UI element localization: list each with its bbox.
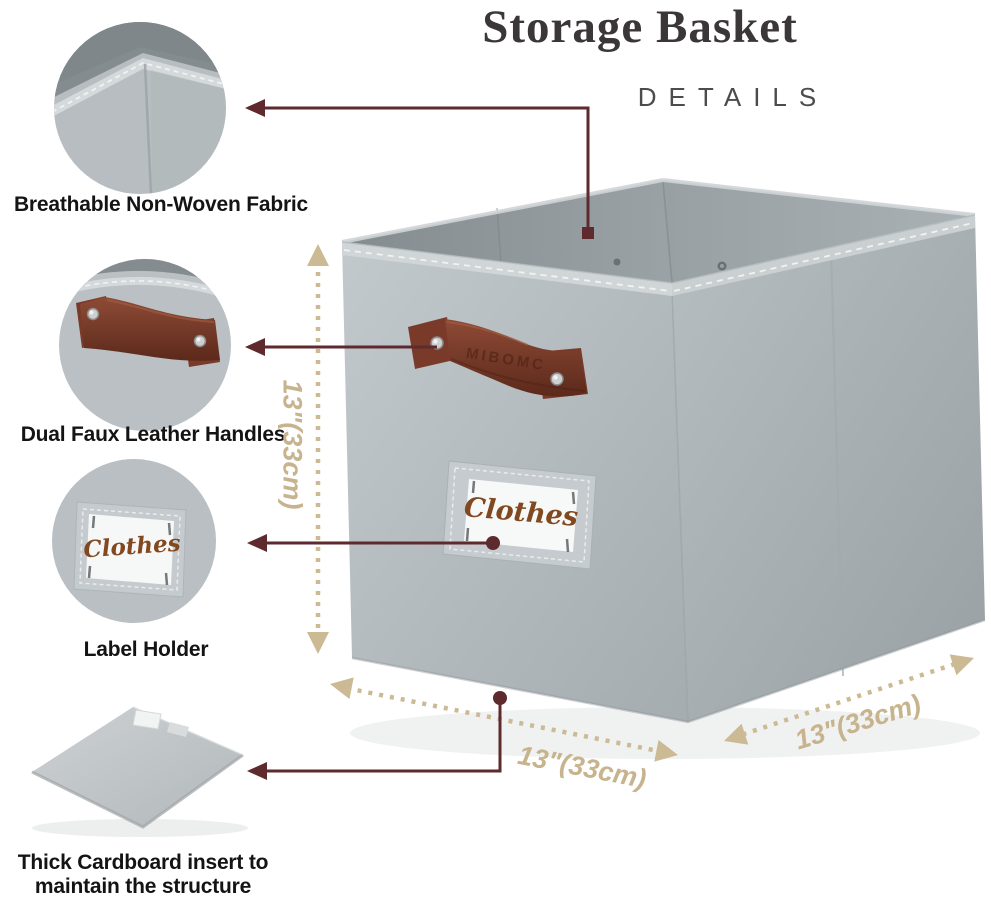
callout-label-fabric: Breathable Non-Woven Fabric	[13, 193, 309, 216]
callout-label-cardboard-line1: Thick Cardboard insert to	[17, 851, 269, 874]
page-title: Storage Basket	[482, 1, 798, 53]
connector-arrow-icon	[245, 338, 265, 356]
dimension-arrow-icon	[949, 654, 974, 676]
callout-photo-label-holder	[52, 459, 216, 623]
dimension-arrow-icon	[724, 723, 749, 745]
connector-arrow-icon	[245, 99, 265, 117]
dimension-height-label: 13"(33cm)	[277, 379, 308, 510]
callout-photo-fabric	[54, 22, 226, 194]
dimension-arrow-icon	[307, 632, 329, 654]
callout-label-label-holder: Label Holder	[83, 638, 209, 661]
connector-arrow-icon	[247, 762, 267, 780]
callout-label-cardboard: Thick Cardboard insert to maintain the s…	[0, 851, 286, 899]
cardboard-insert-photo	[31, 706, 248, 837]
dimension-arrow-icon	[330, 677, 354, 699]
connector-lines	[245, 99, 594, 780]
callout-label-handles: Dual Faux Leather Handles	[20, 423, 286, 446]
basket-illustration	[341, 178, 986, 759]
dimension-arrow-icon	[654, 740, 678, 762]
callout-label-cardboard-line2: maintain the structure	[34, 875, 252, 899]
dimension-lines	[307, 244, 974, 762]
basket-handle	[408, 317, 588, 399]
rim-grommet-icon	[613, 258, 621, 266]
page-subtitle: DETAILS	[637, 82, 829, 112]
dimension-arrow-icon	[307, 244, 329, 266]
callout-photo-handle	[59, 259, 231, 431]
connector-arrow-icon	[247, 534, 267, 552]
